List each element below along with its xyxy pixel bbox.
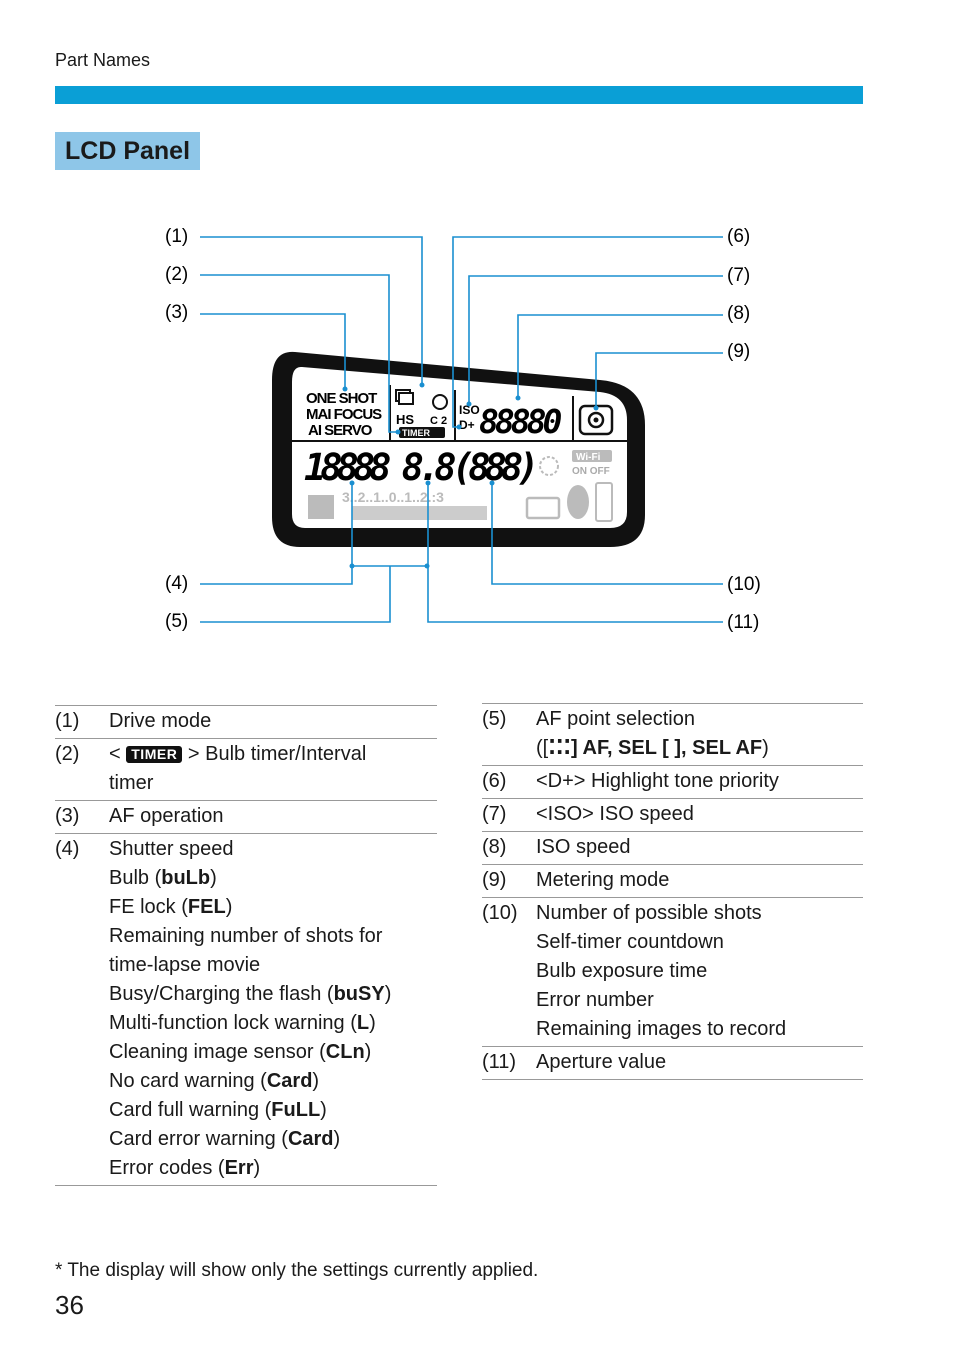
leader-1 — [200, 236, 423, 385]
row-number: (11) — [482, 1051, 517, 1073]
lcd-iso-digits: 88880 — [479, 402, 561, 441]
callout-3: (3) — [165, 302, 188, 323]
legend-table-left: (1) Drive mode (2) < TIMER > Bulb timer/… — [55, 705, 437, 1186]
row-description: Aperture value — [536, 1051, 667, 1073]
leader-4 — [200, 483, 353, 585]
leader-10 — [491, 483, 723, 585]
lcd-onoff: ON OFF — [572, 466, 610, 477]
leader-7 — [468, 275, 723, 404]
callout-6: (6) — [727, 226, 750, 247]
leader-2 — [200, 274, 398, 433]
table-row: (8) ISO speed — [482, 832, 863, 865]
lcd-mode-one-shot: ONE SHOT — [306, 390, 377, 407]
leader-9 — [595, 352, 723, 408]
lcd-mode-ai-servo: AI SERVO — [308, 422, 373, 439]
row-number: (3) — [55, 805, 80, 827]
row-number: (4) — [55, 838, 80, 860]
table-row: (6) <D+> Highlight tone priority — [482, 766, 863, 799]
lcd-c2: C 2 — [430, 415, 447, 427]
table-row: (5) AF point selection ([⁚⁚⁚] AF, SEL [ … — [482, 704, 863, 766]
leader-6 — [452, 236, 723, 428]
row-number: (2) — [55, 743, 80, 765]
lcd-mode-mai-focus: MAI FOCUS — [306, 406, 382, 423]
table-row: (1) Drive mode — [55, 706, 437, 739]
card-icon — [525, 496, 561, 520]
row-number: (1) — [55, 710, 80, 732]
leader-5 — [200, 566, 391, 623]
row-description: < TIMER > Bulb timer/Interval timer — [109, 743, 367, 794]
row-number: (8) — [482, 836, 507, 858]
lcd-panel-diagram: (1) (2) (3) (4) (5) (6) (7) (8) (9) (10)… — [165, 226, 761, 633]
callout-11: (11) — [727, 612, 759, 633]
lcd-shutter-digits: 18888 8.8 — [304, 446, 455, 489]
callout-8: (8) — [727, 303, 750, 324]
row-number: (7) — [482, 803, 507, 825]
flash-busy-icon — [539, 456, 559, 476]
callout-2: (2) — [165, 264, 188, 285]
row-description: AF point selection ([⁚⁚⁚] AF, SEL [ ], S… — [536, 708, 769, 759]
footnote: * The display will show only the setting… — [55, 1260, 539, 1281]
leader-3 — [200, 313, 346, 389]
lcd-exposure-scale: 3..2..1..0..1..2.:3 — [342, 489, 444, 505]
row-description: AF operation — [109, 805, 224, 827]
row-description: <ISO> ISO speed — [536, 803, 694, 825]
section-header: Part Names — [55, 50, 151, 70]
callout-1: (1) — [165, 226, 188, 247]
row-description: Number of possible shots Self-timer coun… — [536, 902, 787, 1040]
row-number: (9) — [482, 869, 507, 891]
lcd-timer-badge — [399, 427, 445, 438]
table-row: (3) AF operation — [55, 801, 437, 834]
page-title: LCD Panel — [55, 132, 201, 170]
bluetooth-icon — [567, 485, 589, 519]
leader-11 — [427, 483, 723, 623]
row-description: ISO speed — [536, 836, 631, 858]
callout-10: (10) — [727, 574, 761, 595]
lcd-iso: ISO — [459, 403, 480, 417]
table-row: (10) Number of possible shots Self-timer… — [482, 898, 863, 1047]
row-number: (5) — [482, 708, 507, 730]
wifi-indicator — [572, 450, 612, 462]
header-bar — [55, 86, 863, 104]
table-row: (9) Metering mode — [482, 865, 863, 898]
leader-8 — [517, 314, 723, 398]
callout-4: (4) — [165, 573, 188, 594]
row-description: <D+> Highlight tone priority — [536, 770, 779, 792]
lcd-screen — [292, 366, 627, 528]
row-number: (6) — [482, 770, 507, 792]
battery-level-icon — [595, 482, 613, 522]
legend-table-right: (5) AF point selection ([⁚⁚⁚] AF, SEL [ … — [482, 703, 863, 1080]
row-description: Drive mode — [109, 710, 212, 732]
timer-badge-icon: TIMER — [126, 746, 183, 763]
table-row: (7) <ISO> ISO speed — [482, 799, 863, 832]
table-row: (4) Shutter speed Bulb (buLb) FE lock (F… — [55, 834, 437, 1186]
row-description: Shutter speed Bulb (buLb) FE lock (FEL) … — [109, 838, 392, 1179]
table-row: (11) Aperture value — [482, 1047, 863, 1080]
callout-7: (7) — [727, 265, 750, 286]
callout-9: (9) — [727, 341, 750, 362]
exposure-comp-icon — [308, 495, 334, 519]
lcd-wifi: Wi-Fi — [576, 452, 601, 463]
callout-5: (5) — [165, 611, 188, 632]
lcd-hs: HS — [396, 412, 414, 427]
page-number: 36 — [55, 1290, 84, 1320]
table-row: (2) < TIMER > Bulb timer/Interval timer — [55, 739, 437, 801]
row-description: Metering mode — [536, 869, 670, 891]
row-number: (10) — [482, 902, 518, 924]
exposure-level-bars — [352, 506, 487, 520]
lcd-shots-digits: (888) — [452, 446, 533, 489]
lcd-timer-text: TIMER — [402, 428, 430, 438]
lcd-dplus: D+ — [459, 418, 475, 432]
af-zone-icon: ⁚⁚⁚ — [548, 737, 572, 759]
self-timer-icon — [432, 394, 448, 410]
